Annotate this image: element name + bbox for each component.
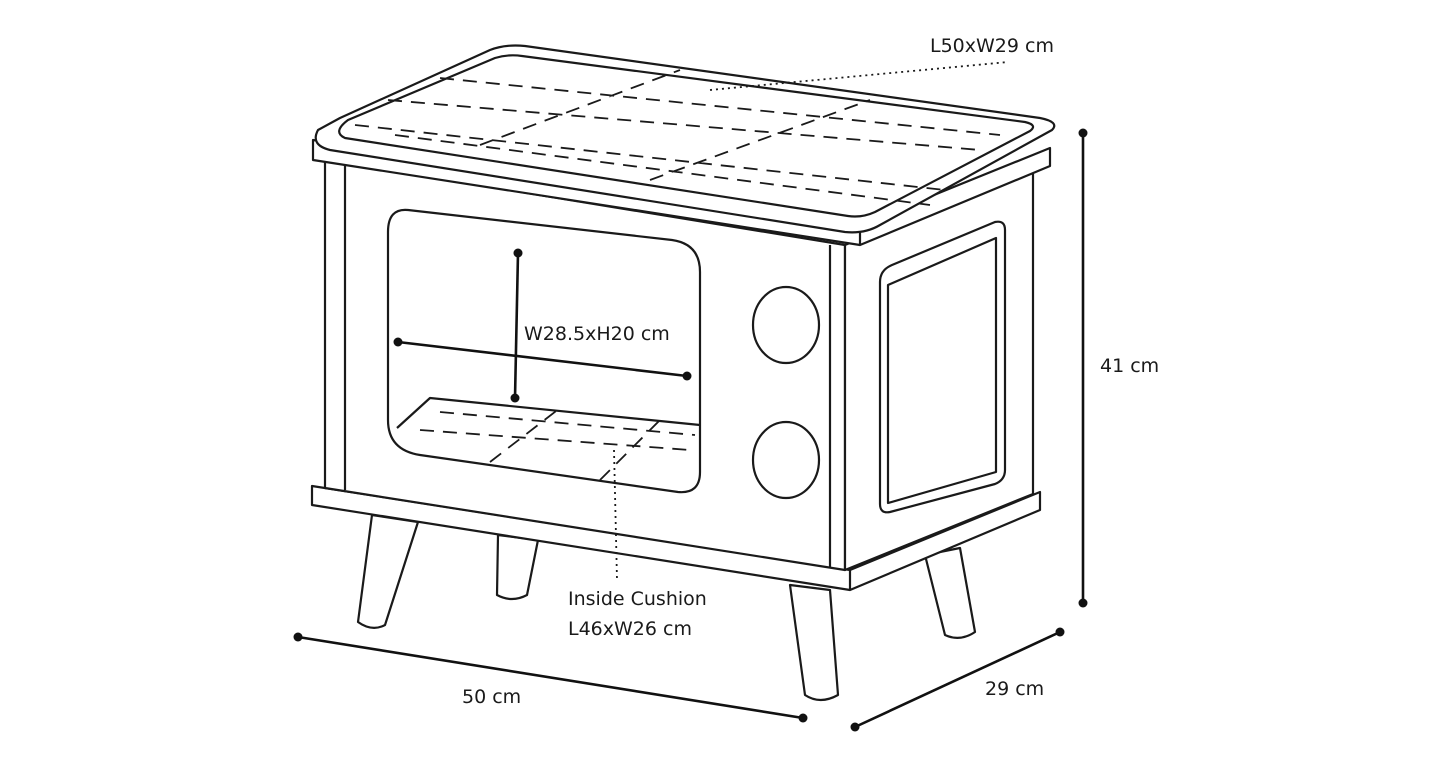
- side-window: [878, 220, 1007, 514]
- dimension-lines: [293, 61, 1088, 732]
- porthole-bottom: [751, 420, 821, 500]
- inside-cushion-dimension: L46xW26 cm: [568, 618, 692, 640]
- front-opening: [386, 208, 702, 494]
- depth-dimension: 29 cm: [985, 678, 1045, 700]
- length-dimension: 50 cm: [462, 686, 522, 708]
- top-cushion: [314, 44, 1056, 234]
- base-plinth: [310, 484, 1042, 592]
- porthole-top: [751, 285, 821, 365]
- legs: [356, 513, 977, 702]
- opening-dimension: W28.5xH20 cm: [524, 322, 670, 346]
- height-dimension: 41 cm: [1100, 355, 1160, 377]
- top-cushion-dimension: L50xW29 cm: [930, 35, 1054, 57]
- inside-cushion-title: Inside Cushion: [568, 588, 707, 610]
